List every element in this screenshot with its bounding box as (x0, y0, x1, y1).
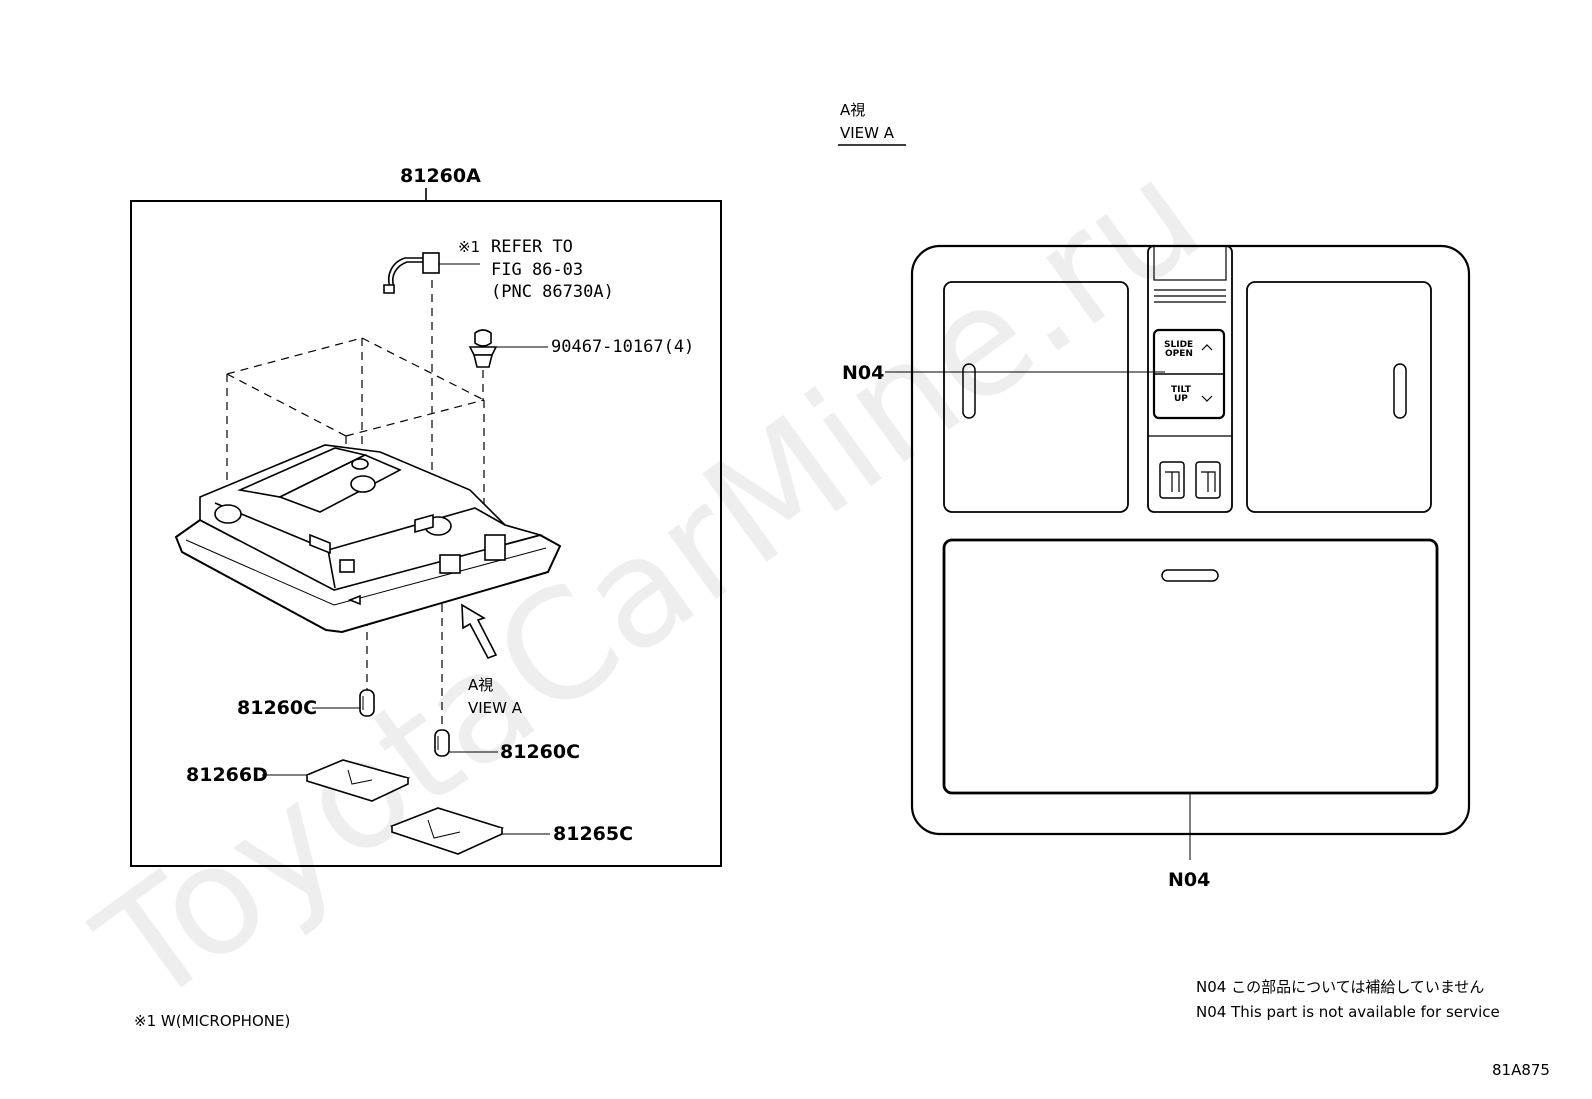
n04-bottom-label: N04 (1168, 869, 1210, 891)
left-exploded-view (130, 188, 722, 867)
view-a-arrow-icon (461, 603, 498, 659)
lens-right-part-number: 81265C (553, 823, 633, 845)
switch-open-label: OPEN (1165, 349, 1193, 359)
n04-left-label: N04 (842, 362, 884, 384)
view-a-jp-label: A視 (468, 676, 493, 694)
bulb-right-part-number: 81260C (500, 741, 580, 763)
figure-code: 81A875 (1492, 1061, 1550, 1079)
clip-part-number: 90467-10167(4) (551, 337, 694, 357)
ref-line-2: FIG 86-03 (491, 260, 583, 280)
view-en-heading: VIEW A (840, 124, 895, 142)
n04-note-en: N04 This part is not available for servi… (1196, 1003, 1500, 1021)
assembly-label: 81260A (400, 165, 481, 187)
console-front-view (885, 244, 1471, 860)
bulb-left-part-number: 81260C (237, 697, 317, 719)
view-a-en-label: VIEW A (468, 699, 523, 717)
map-lamp-right (1246, 281, 1432, 513)
switch-up-label: UP (1174, 394, 1188, 404)
switch-tilt-label: TILT (1171, 385, 1192, 395)
ref-line-3: (PNC 86730A) (491, 282, 614, 302)
clip-icon (468, 329, 548, 368)
bulb-left-icon (312, 689, 375, 717)
n04-note-jp: N04 この部品については補給していません (1196, 978, 1484, 996)
microphone-footnote: ※1 W(MICROPHONE) (134, 1012, 290, 1030)
lens-left-part-number: 81266D (186, 764, 268, 786)
ref-mark: ※1 (458, 238, 480, 256)
ref-line-1: REFER TO (491, 237, 573, 257)
roof-console-icon (174, 444, 562, 634)
lens-right-icon (389, 807, 550, 855)
map-lamp-left (943, 281, 1129, 513)
view-jp-heading: A視 (840, 101, 865, 119)
microphone-wire-icon (383, 252, 480, 294)
bulb-right-icon (434, 729, 498, 757)
switch-slide-label: SLIDE (1164, 340, 1193, 350)
storage-lid (942, 538, 1439, 795)
lens-left-icon (262, 759, 411, 802)
